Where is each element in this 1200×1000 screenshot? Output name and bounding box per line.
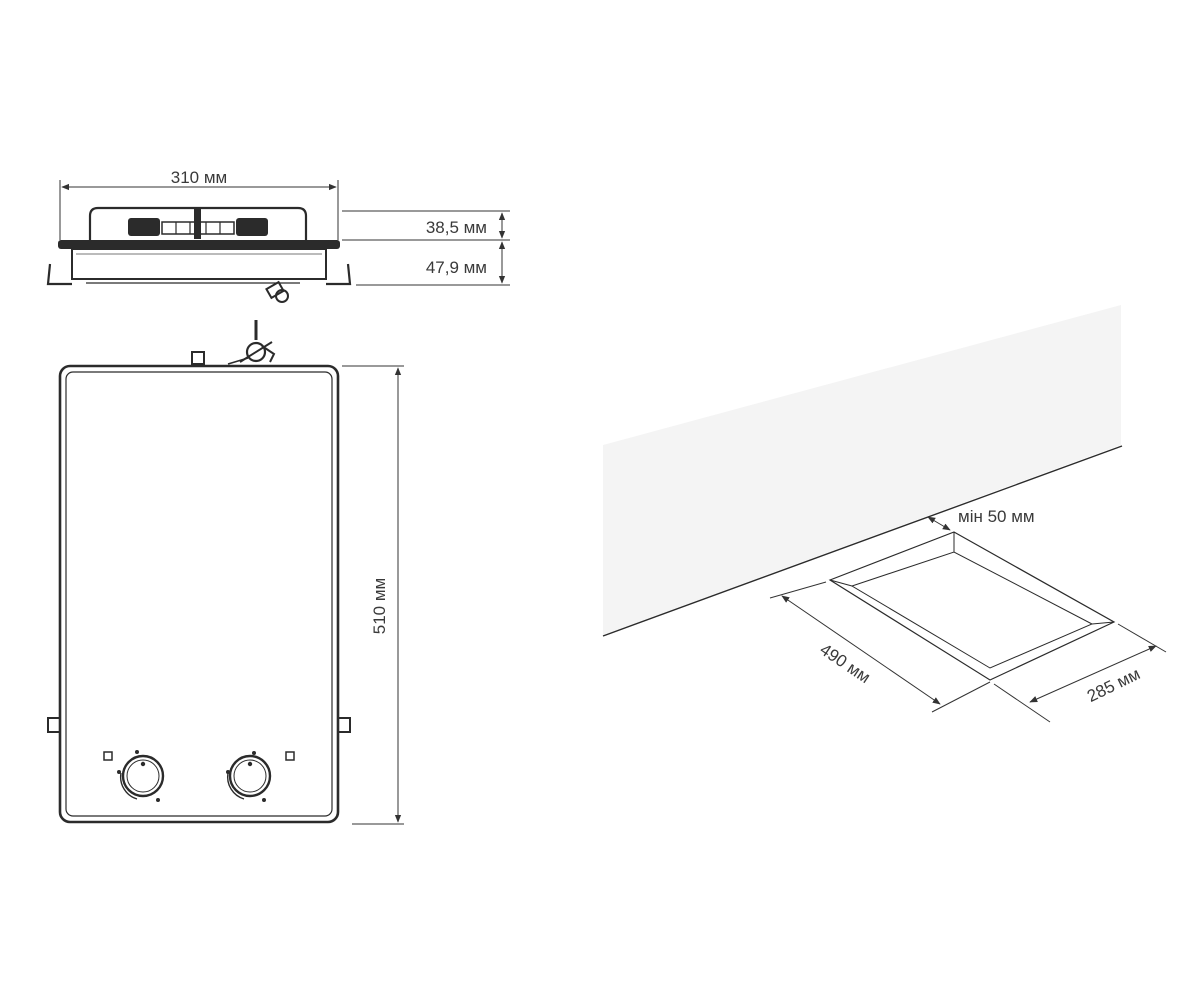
wall <box>603 305 1121 635</box>
gas-connector-top <box>227 320 276 365</box>
cutout-length-dimension-line <box>781 595 941 705</box>
cutout-length-label: 490 мм <box>816 640 873 687</box>
burner-right <box>236 218 268 236</box>
min-gap-dimension-line <box>927 516 951 531</box>
cutout-length-extension-b <box>931 681 991 713</box>
top-view: 510 мм <box>47 320 404 825</box>
clip-right <box>326 263 352 286</box>
cutout-width-label: 285 мм <box>1084 664 1143 706</box>
center-bar <box>194 207 201 239</box>
wall-base-line <box>602 445 1123 637</box>
top-clip <box>191 351 205 365</box>
burner-left <box>128 218 160 236</box>
min-gap-label: мін 50 мм <box>958 507 1035 526</box>
bottom-height-label: 47,9 мм <box>426 258 487 277</box>
length-label: 510 мм <box>370 578 389 634</box>
hob-plate <box>58 240 340 249</box>
cutout-width-dimension-line <box>1029 645 1157 703</box>
side-view: 310 мм 38,5 мм 47,9 мм <box>46 168 510 303</box>
side-clip-right <box>337 717 351 733</box>
hob-body <box>71 248 327 280</box>
knob-right <box>226 751 295 802</box>
clip-left <box>46 263 72 286</box>
cutout-width-extension-a <box>993 683 1051 723</box>
knob-left <box>103 750 165 802</box>
hob-inner-outline <box>65 371 333 817</box>
cutout-width-extension-b <box>1117 623 1167 653</box>
width-label: 310 мм <box>171 168 227 187</box>
gas-connector-side <box>265 280 289 303</box>
cutout-length-extension-a <box>769 581 827 599</box>
side-clip-left <box>47 717 61 733</box>
hob-outline <box>58 364 340 824</box>
top-height-label: 38,5 мм <box>426 218 487 237</box>
installation-view: мін 50 мм 490 мм 285 мм <box>602 305 1167 723</box>
